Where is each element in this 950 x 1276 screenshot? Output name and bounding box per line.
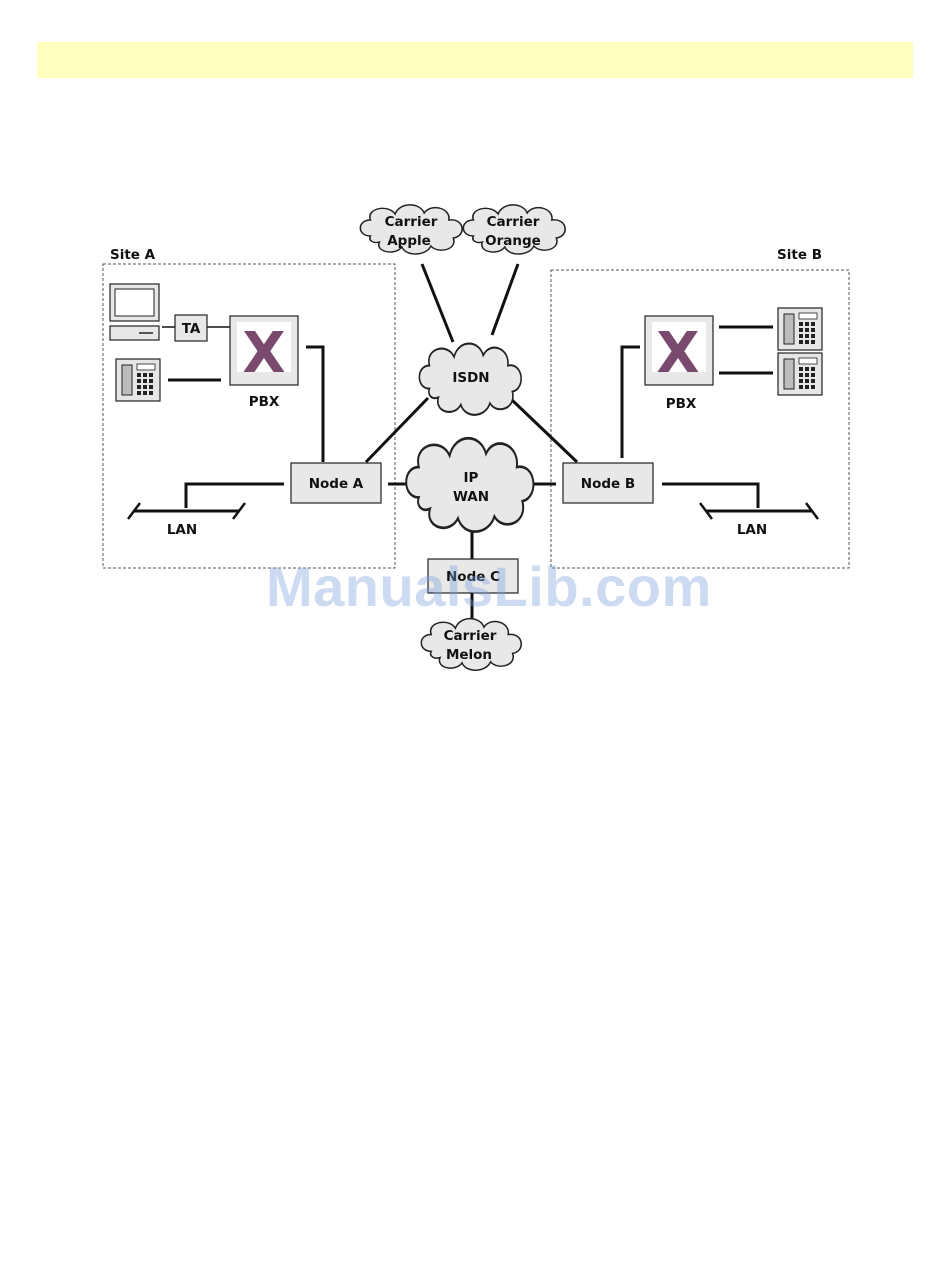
cloud-carrier-melon-line2: Melon — [446, 647, 492, 663]
pbx-b: X PBX — [645, 316, 713, 412]
link-lan-a-node-a — [186, 484, 284, 508]
ta-label: TA — [182, 321, 201, 337]
cloud-carrier-orange-line2: Orange — [485, 233, 541, 249]
node-a-label: Node A — [309, 476, 364, 492]
ta-box: TA — [175, 315, 207, 341]
pbx-a-x-icon: X — [242, 321, 285, 386]
cloud-carrier-orange-line1: Carrier — [487, 214, 540, 230]
link-isdn-node-a — [366, 398, 428, 462]
node-a-box: Node A — [291, 463, 381, 503]
cloud-carrier-apple-line2: Apple — [387, 233, 431, 249]
pbx-a-label: PBX — [249, 394, 280, 410]
cloud-isdn-label: ISDN — [452, 370, 489, 386]
lan-b-label: LAN — [737, 522, 767, 538]
link-apple-isdn — [422, 264, 453, 342]
link-pbx-b-node-b — [622, 347, 640, 458]
cloud-ip-wan-line1: IP — [464, 470, 479, 486]
link-lan-b-node-b — [662, 484, 758, 508]
cloud-carrier-melon: Carrier Melon — [421, 619, 521, 671]
phone-a-icon — [116, 359, 160, 401]
node-b-box: Node B — [563, 463, 653, 503]
site-b-label: Site B — [777, 247, 822, 263]
computer-icon — [110, 284, 159, 340]
cloud-isdn: ISDN — [419, 344, 521, 415]
cloud-carrier-apple: Carrier Apple — [360, 205, 462, 254]
site-a-label: Site A — [110, 247, 156, 263]
cloud-carrier-melon-line1: Carrier — [444, 628, 497, 644]
link-orange-isdn — [492, 264, 518, 335]
phone-b2-icon — [778, 353, 822, 395]
cloud-carrier-apple-line1: Carrier — [385, 214, 438, 230]
phone-b1-icon — [778, 308, 822, 350]
link-pbx-a-node-a — [306, 347, 323, 462]
cloud-ip-wan: IP WAN — [406, 438, 533, 531]
cloud-ip-wan-line2: WAN — [453, 489, 489, 505]
pbx-b-x-icon: X — [656, 321, 699, 386]
lan-a-label: LAN — [167, 522, 197, 538]
cloud-carrier-orange: Carrier Orange — [463, 205, 565, 254]
pbx-b-label: PBX — [666, 396, 697, 412]
link-isdn-node-b — [512, 400, 577, 462]
pbx-a: X PBX — [230, 316, 298, 410]
node-b-label: Node B — [581, 476, 635, 492]
watermark: ManualsLib.com — [266, 552, 706, 622]
